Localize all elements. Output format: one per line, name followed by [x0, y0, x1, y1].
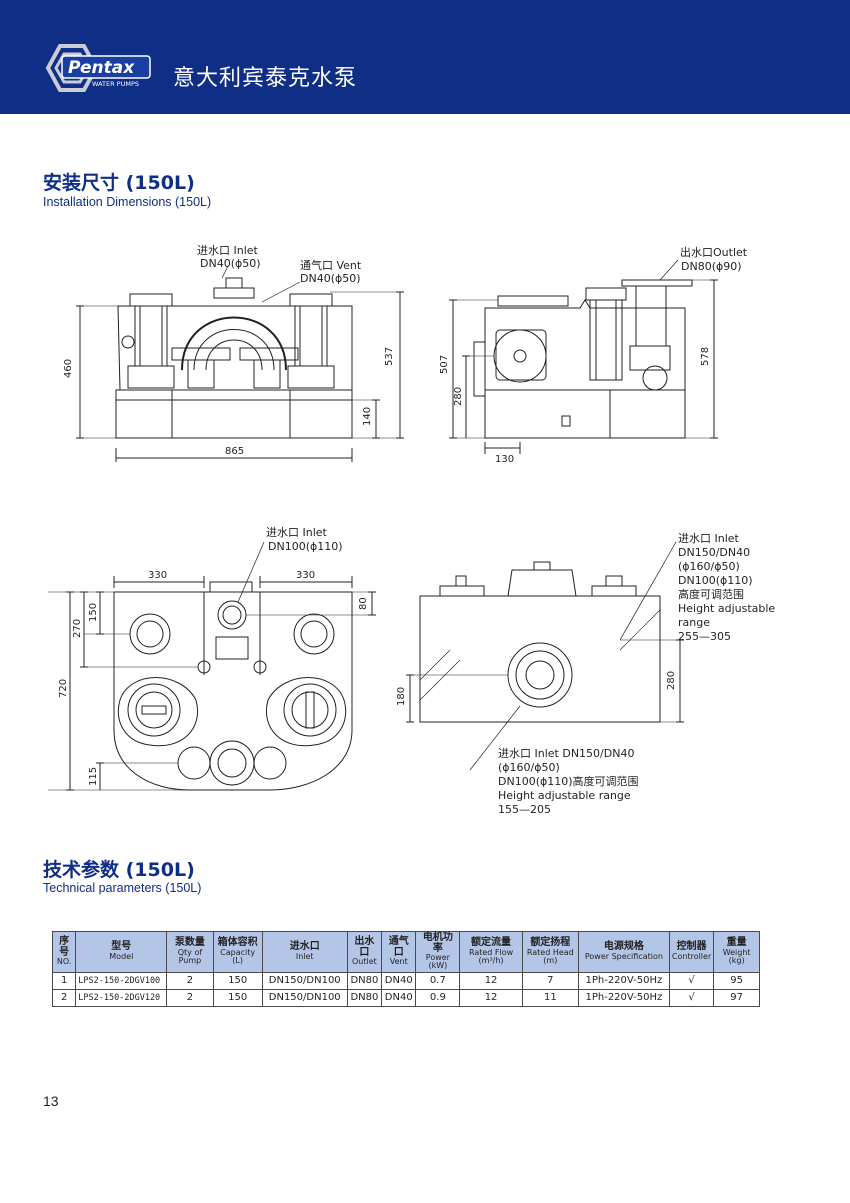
- top-dim-330-right: 330: [296, 570, 315, 581]
- cell-inlet: DN150/DN100: [261, 971, 348, 990]
- cell-power-spec: 1Ph-220V-50Hz: [577, 971, 670, 990]
- page-header: Pentax WATER PUMPS 意大利宾泰克水泵: [0, 0, 850, 114]
- table-row: 1 LPS2-150-2DGV100 2 150 DN150/DN100 DN8…: [51, 971, 760, 990]
- technical-title: 技术参数 (150L): [43, 859, 195, 881]
- cell-inlet: DN150/DN100: [261, 988, 348, 1007]
- end-inlet-top-line-8: 255—305: [678, 630, 731, 643]
- cell-rated-head: 11: [521, 988, 579, 1007]
- cell-controller: √: [668, 971, 715, 990]
- end-inlet-top-line-5: 高度可调范围: [678, 587, 744, 601]
- top-inlet-label-1: 进水口 Inlet: [266, 526, 328, 539]
- cell-weight: 97: [713, 988, 760, 1007]
- side-outlet-label-1: 出水口Outlet: [680, 245, 748, 259]
- top-dim-330-left: 330: [148, 570, 167, 581]
- end-inlet-top-line-1: 进水口 Inlet: [678, 532, 740, 545]
- cell-rated-flow: 12: [459, 988, 523, 1007]
- pentax-logo: Pentax WATER PUMPS: [45, 44, 151, 92]
- end-inlet-top-line-7: range: [678, 616, 710, 629]
- cell-vent: DN40: [381, 971, 417, 990]
- front-inlet-label-2: DN40(ϕ50): [200, 257, 261, 270]
- side-dim-130: 130: [495, 454, 514, 465]
- cell-outlet: DN80: [346, 971, 383, 990]
- cell-weight: 95: [713, 971, 760, 990]
- top-view-drawing: [48, 541, 376, 791]
- end-inlet-bottom-line-5: 155—205: [498, 803, 551, 816]
- cell-outlet: DN80: [346, 988, 383, 1007]
- cell-no: 1: [51, 971, 77, 990]
- header-title: 意大利宾泰克水泵: [173, 66, 358, 91]
- installation-subtitle: Installation Dimensions (150L): [43, 195, 212, 209]
- end-dim-280: 280: [666, 671, 677, 690]
- cell-rated-flow: 12: [459, 971, 523, 990]
- end-inlet-bottom-line-2: (ϕ160/ϕ50): [498, 761, 560, 774]
- end-inlet-top-line-4: DN100(ϕ110): [678, 574, 753, 587]
- side-dim-578: 578: [700, 347, 711, 366]
- end-view-drawing: [406, 541, 684, 771]
- front-view-drawing: [76, 265, 404, 462]
- front-vent-label-1: 通气口 Vent: [300, 258, 362, 272]
- installation-title: 安装尺寸 (150L): [43, 172, 195, 194]
- cell-vent: DN40: [381, 988, 417, 1007]
- side-outlet-label-2: DN80(ϕ90): [681, 260, 742, 273]
- table-row: 2 LPS2-150-2DGV120 2 150 DN150/DN100 DN8…: [51, 988, 760, 1007]
- top-dim-150: 150: [88, 603, 99, 622]
- cell-qty: 2: [166, 971, 214, 990]
- top-dim-115: 115: [88, 767, 99, 786]
- page-number: 13: [43, 1093, 59, 1109]
- cell-qty: 2: [166, 988, 214, 1007]
- installation-drawings: 进水口 Inlet DN40(ϕ50) 通气口 Vent DN40(ϕ50) 4…: [48, 244, 775, 816]
- end-inlet-top-line-6: Height adjustable: [678, 602, 775, 615]
- top-dim-80: 80: [358, 597, 369, 610]
- cell-power: 0.7: [415, 971, 461, 990]
- top-inlet-label-2: DN100(ϕ110): [268, 540, 343, 553]
- side-dim-280: 280: [453, 387, 464, 406]
- end-inlet-top-line-3: (ϕ160/ϕ50): [678, 560, 740, 573]
- top-dim-270: 270: [72, 619, 83, 638]
- front-dim-140: 140: [362, 407, 373, 426]
- front-dim-537: 537: [384, 347, 395, 366]
- brand-name: Pentax: [68, 58, 135, 78]
- front-inlet-label-1: 进水口 Inlet: [197, 244, 259, 257]
- cell-capacity: 150: [212, 988, 263, 1007]
- front-vent-label-2: DN40(ϕ50): [300, 272, 361, 285]
- cell-capacity: 150: [212, 971, 263, 990]
- cell-no: 2: [51, 988, 77, 1007]
- front-dim-460: 460: [63, 359, 74, 378]
- side-dim-507: 507: [439, 355, 450, 374]
- brand-sub: WATER PUMPS: [92, 80, 139, 88]
- technical-subtitle: Technical parameters (150L): [43, 881, 202, 895]
- cell-model: LPS2-150-2DGV100: [75, 971, 168, 990]
- side-view-drawing: [449, 259, 718, 454]
- cell-model: LPS2-150-2DGV120: [75, 988, 168, 1007]
- cell-power: 0.9: [415, 988, 461, 1007]
- end-inlet-bottom-line-1: 进水口 Inlet DN150/DN40: [498, 747, 634, 760]
- top-dim-720: 720: [58, 679, 69, 698]
- end-inlet-top-line-2: DN150/DN40: [678, 546, 750, 559]
- end-inlet-bottom-line-3: DN100(ϕ110)高度可调范围: [498, 774, 639, 788]
- cell-rated-head: 7: [521, 971, 579, 990]
- cell-power-spec: 1Ph-220V-50Hz: [577, 988, 670, 1007]
- end-inlet-bottom-line-4: Height adjustable range: [498, 789, 631, 802]
- end-dim-180: 180: [396, 687, 407, 706]
- front-dim-865: 865: [225, 446, 244, 457]
- cell-controller: √: [668, 988, 715, 1007]
